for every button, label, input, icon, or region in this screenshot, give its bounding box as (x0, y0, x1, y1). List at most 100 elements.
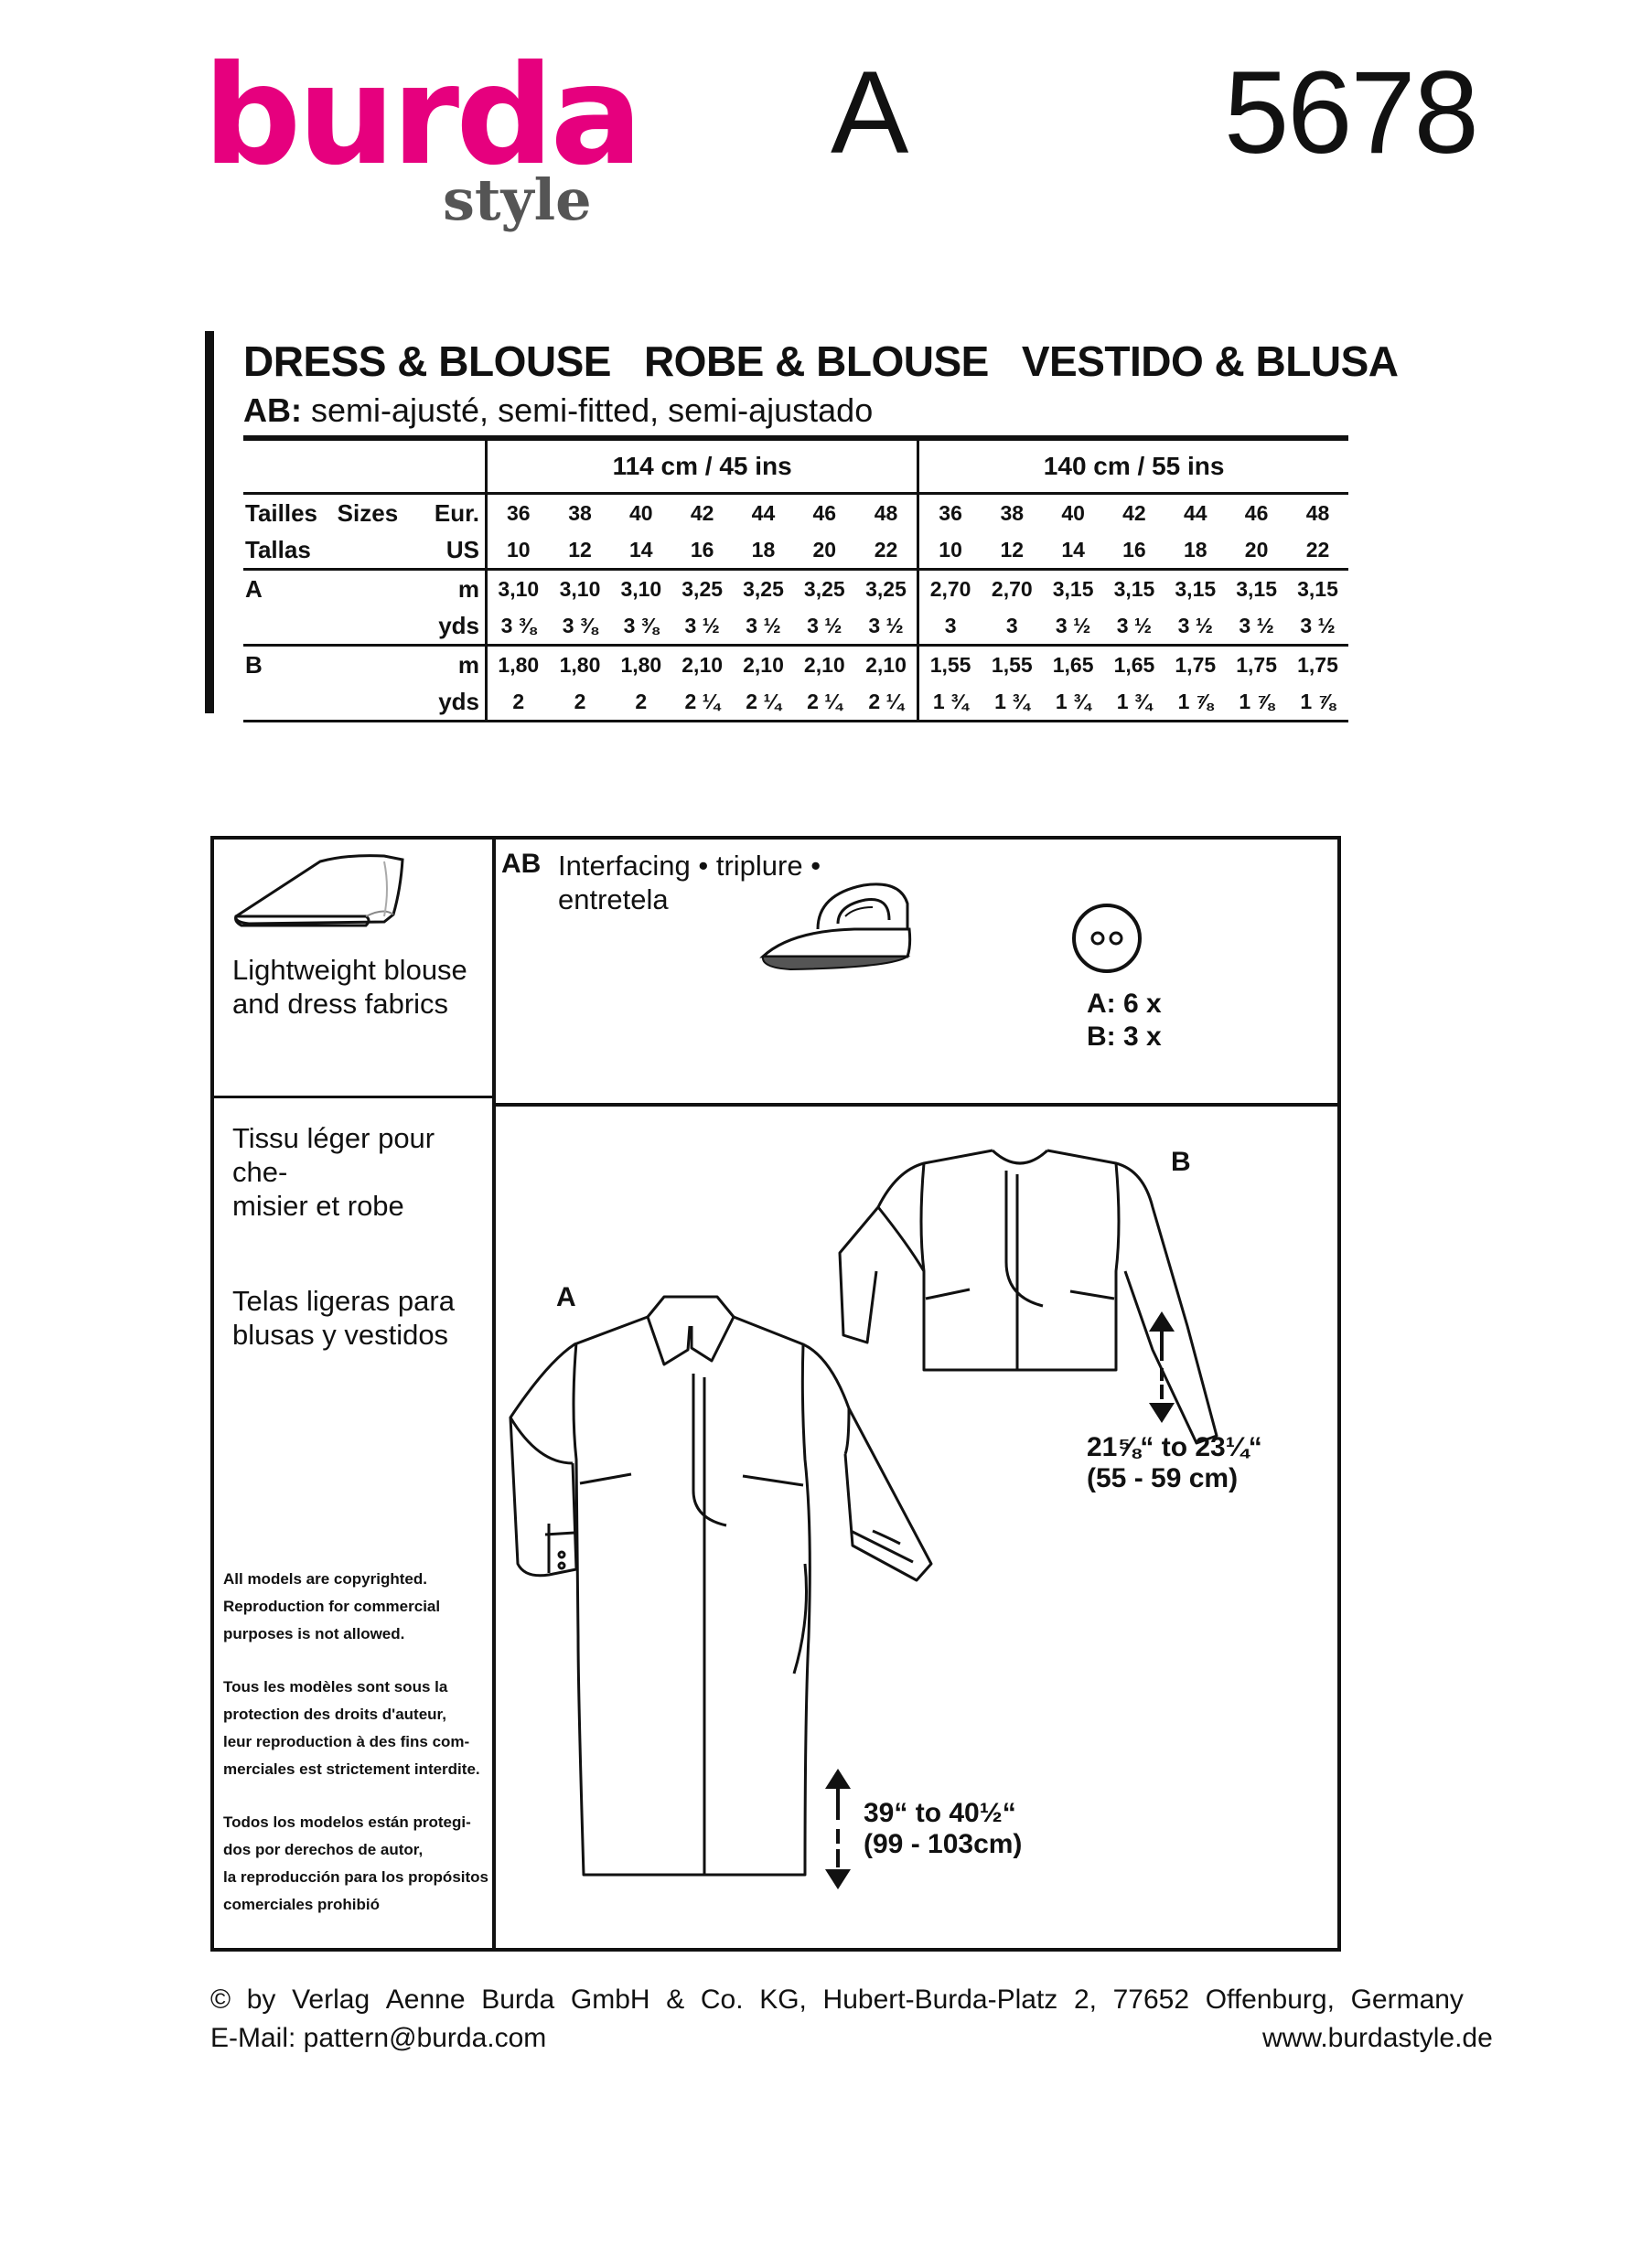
table-cell: 3 ½ (1055, 613, 1091, 637)
length-b-cm: (55 - 59 cm) (1087, 1463, 1239, 1493)
footer-word: 2, (1073, 1984, 1097, 2015)
interfacing-line: Interfacing • triplure • (558, 850, 821, 882)
table-cell: 3,25 (793, 568, 855, 607)
copyright-note-fr: Tous les modèles sont sous la protection… (223, 1674, 488, 1783)
table-cell: 3,10 (484, 568, 550, 607)
footer-word: Co. (700, 1984, 744, 2015)
footer-word: Burda (481, 1984, 555, 2015)
table-cell: 48 (1287, 492, 1348, 531)
table-cell: 22 (874, 537, 898, 562)
table-cell: 1,75 (1287, 644, 1348, 683)
fabric-width: 140 cm / 55 ins (917, 435, 1348, 494)
title-es: VESTIDO & BLUSA (1021, 337, 1399, 385)
footer-website[interactable]: www.burdastyle.de (1262, 2023, 1493, 2053)
row-label: Tailles Sizes (243, 492, 428, 531)
blouse-b-illustration (838, 1149, 1218, 1445)
unit-label: yds (438, 611, 479, 639)
panel-divider (492, 1103, 1341, 1107)
footer-word: by (246, 1984, 276, 2015)
table-cell: 3,15 (1287, 568, 1348, 607)
table-cell: 3 ⅜ (562, 613, 598, 637)
table-cell: 38 (549, 492, 611, 531)
pattern-number: 5678 (1224, 48, 1479, 178)
table-cell: 36 (484, 492, 550, 531)
table-cell: 36 (917, 492, 982, 531)
interfacing-line: entretela (558, 883, 669, 915)
copyright-line: dos por derechos de autor, (223, 1841, 424, 1858)
length-a: 39“ to 40½“ (99 - 103cm) (864, 1798, 1022, 1860)
table-cell: 22 (1305, 537, 1330, 562)
fabric-text-es: Telas ligeras para blusas y vestidos (232, 1285, 455, 1351)
table-cell: 1,80 (610, 644, 672, 683)
table-cell: 1 ¾ (981, 683, 1043, 722)
fabric-text-fr: Tissu léger pour che- misier et robe (232, 1121, 479, 1223)
view-letter: A (831, 48, 909, 178)
table-cell: 1 ¾ (917, 683, 982, 722)
footer-email: E-Mail: pattern@burda.com (210, 2023, 547, 2053)
view-b-label: B (1171, 1147, 1191, 1177)
copyright-line: protection des droits d'auteur, (223, 1706, 446, 1723)
fit-text: semi-ajusté, semi-fitted, semi-ajustado (311, 391, 874, 429)
table-cell: 14 (629, 537, 653, 562)
length-b-in: 21⅝“ to 23¼“ (1087, 1432, 1262, 1462)
length-arrow-b (1149, 1311, 1175, 1423)
fit-description: AB: semi-ajusté, semi-fitted, semi-ajust… (243, 391, 873, 430)
unit-label: m (428, 644, 487, 683)
table-cell: 3 ⅜ (623, 613, 659, 637)
button-icon (1072, 904, 1142, 973)
table-cell: 1,75 (1226, 644, 1288, 683)
row-label: A (243, 568, 428, 607)
table-cell: 2,10 (733, 644, 794, 683)
table-cell: 46 (1226, 492, 1288, 531)
buttons-qty-b: B: 3 x (1087, 1022, 1162, 1052)
brand-logo-sub: style (443, 166, 592, 233)
copyright-line: merciales est strictement interdite. (223, 1760, 480, 1778)
table-cell: 1,65 (1042, 644, 1104, 683)
table-cell: 40 (610, 492, 672, 531)
fabric-text-fr-line: Tissu léger pour che- (232, 1122, 435, 1188)
copyright-line: Tous les modèles sont sous la (223, 1678, 448, 1696)
unit-label: yds (428, 683, 487, 722)
footer-word: & (666, 1984, 685, 2015)
copyright-line: comerciales prohibió (223, 1896, 380, 1913)
unit-label: Eur. (428, 492, 487, 531)
copyright-line: Todos los modelos están protegi- (223, 1813, 471, 1831)
table-cell: 1,65 (1103, 644, 1165, 683)
table-cell: 2 (549, 683, 611, 722)
table-cell: 1 ⅞ (1164, 683, 1227, 722)
table-cell: 2,70 (917, 568, 982, 607)
table-cell: 3 ½ (807, 613, 842, 637)
table-cell: 3 (1005, 613, 1018, 637)
length-a-in: 39“ to 40½“ (864, 1798, 1016, 1828)
table-cell: 44 (1164, 492, 1227, 531)
table-cell: 16 (1122, 537, 1146, 562)
table-cell: 3 (917, 607, 982, 646)
info-panel (210, 836, 1341, 1952)
footer-word: Germany (1350, 1984, 1464, 2015)
table-cell: 20 (1244, 537, 1269, 562)
footer-word: Verlag (292, 1984, 370, 2015)
length-b: 21⅝“ to 23¼“ (55 - 59 cm) (1087, 1432, 1262, 1494)
copyright-line: purposes is not allowed. (223, 1625, 405, 1642)
notions-views: AB (501, 849, 542, 879)
table-cell: 38 (981, 492, 1043, 531)
brand-logo: burda (203, 37, 643, 196)
table-cell: 40 (1042, 492, 1104, 531)
blank-cell (428, 435, 487, 494)
blank-cell (243, 435, 428, 494)
table-cell: 2 ¼ (671, 683, 734, 722)
copyright-line: la reproducción para los propósitos (223, 1868, 488, 1886)
table-cell: 2 ¼ (793, 683, 855, 722)
table-cell: 2,70 (981, 568, 1043, 607)
table-cell: 3 ½ (684, 613, 720, 637)
row-label (243, 683, 428, 722)
table-cell: 3,10 (549, 568, 611, 607)
